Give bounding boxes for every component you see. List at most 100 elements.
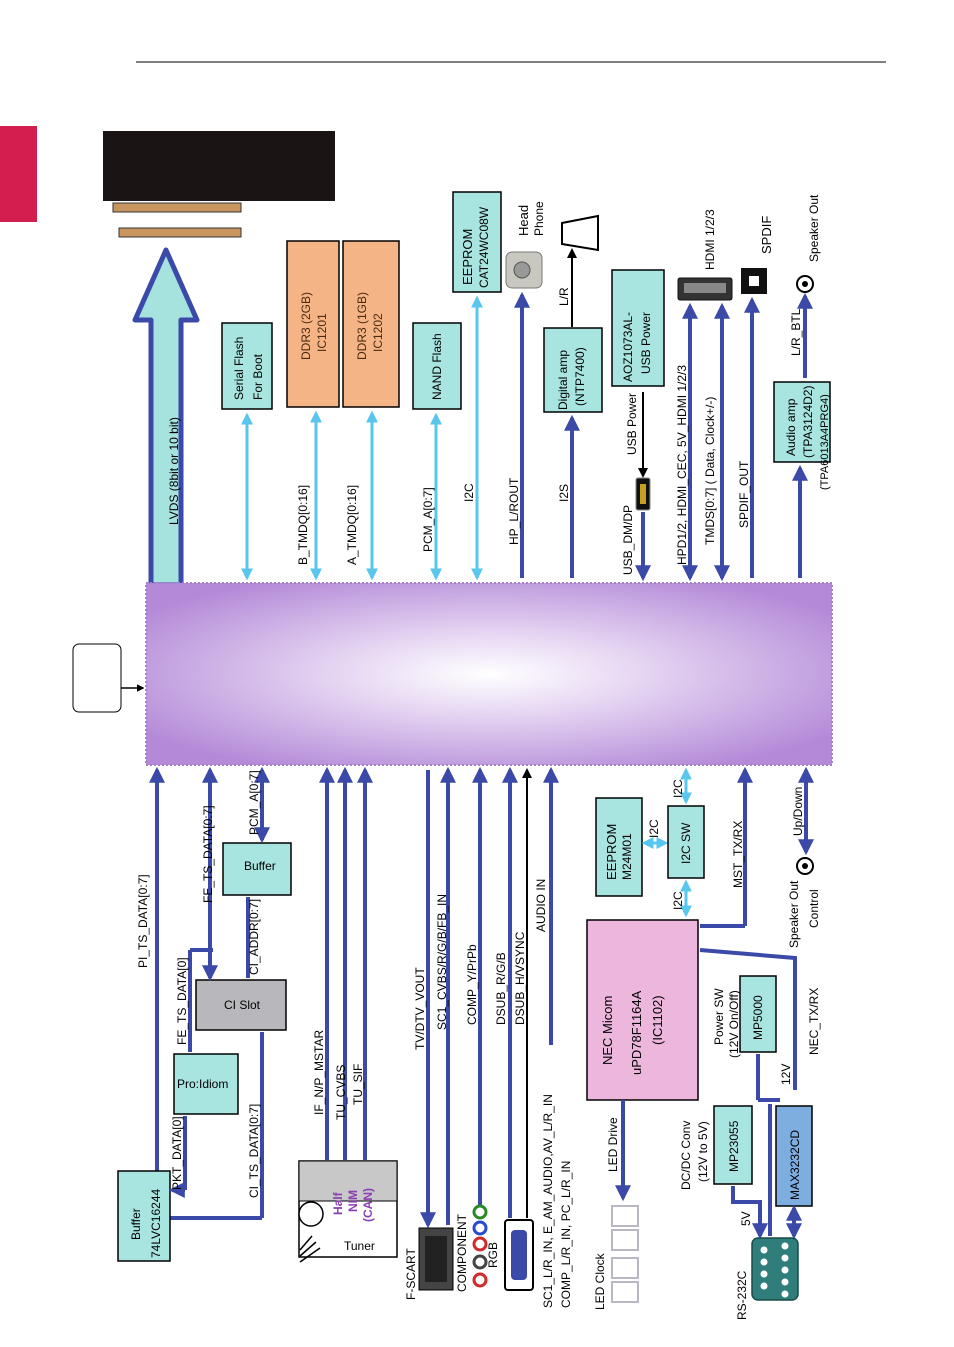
- led-clock-display-icon: [611, 1205, 639, 1303]
- crystal-box: [72, 643, 122, 713]
- lr-btl-label: L/R_BTL: [789, 308, 803, 356]
- half-nim-label-2: NIM: [346, 1190, 360, 1212]
- buffer-mid-label: Buffer: [244, 859, 276, 873]
- panel-connector-1: [112, 202, 242, 213]
- usb-port-inner: [640, 484, 646, 504]
- audio-in-list-1: SC1_L/R_IN, E_AM_AUDIO,AV_L/R_IN: [541, 1094, 555, 1308]
- tu-sif-label: TU_SIF: [351, 1064, 365, 1105]
- power-sw-label-1: Power SW: [712, 988, 726, 1045]
- max3232-label: MAX3232CD: [788, 1130, 802, 1200]
- digital-amp-label-1: Digital amp: [556, 350, 570, 410]
- ddr3-2gb-label-1: DDR3 (2GB): [299, 292, 313, 360]
- usb-power-switch-box: [611, 269, 665, 387]
- rs232c-pins: [760, 1242, 789, 1298]
- hdmi-label: HDMI 1/2/3: [703, 209, 717, 270]
- speaker-out-control-label-2: Control: [807, 889, 821, 928]
- nec-tx-rx-label: NEC_TX/RX: [807, 988, 821, 1055]
- proidiom-label: Pro:Idiom: [177, 1077, 228, 1091]
- i2c-b-label: I2C: [671, 779, 685, 798]
- buffer-74lvc-label-2: 74LVC16244: [149, 1189, 163, 1258]
- panel-connector-2: [118, 227, 242, 238]
- nand-flash-label: NAND Flash: [430, 333, 444, 400]
- eeprom-micom-box: [595, 797, 643, 897]
- half-nim-label-3: (CAN): [361, 1188, 375, 1222]
- audio-amp-label-2: (TPA3124D2): [801, 386, 815, 458]
- pkt-data-label: PKT_DATA[0]: [170, 1116, 184, 1190]
- ddr3-1gb-box: [342, 240, 400, 408]
- eeprom-micom-label-2: M24M01: [620, 833, 634, 880]
- side-tab: [0, 126, 37, 222]
- dsub-sync-label: DSUB_H/VSYNC: [513, 931, 527, 1025]
- usb-power-label: USB Power: [625, 393, 639, 455]
- audio-amp-label-1: Audio amp: [784, 398, 798, 456]
- i2c-sw-box: [667, 805, 705, 879]
- speaker-out-control-label-1: Speaker Out: [787, 880, 801, 948]
- ci-slot-label: CI Slot: [224, 998, 261, 1012]
- dcdc-label-2: (12V to 5V): [696, 1121, 710, 1182]
- rgb-connector-inner: [511, 1230, 527, 1280]
- mp5000-box: [739, 975, 777, 1053]
- head-phone-label-2: Phone: [532, 201, 546, 236]
- pcm-a-bottom-label: PCM_A[0:7]: [247, 770, 261, 835]
- half-nim-label-1: Half: [331, 1191, 345, 1215]
- mp5000-label: MP5000: [751, 995, 765, 1040]
- comp-ypbpr-label: COMP_Y/PrPb: [465, 944, 479, 1025]
- lvds-arrow: [132, 247, 200, 588]
- a-tmdq-label: A_TMDQ[0:16]: [345, 485, 359, 565]
- fe-ts-data-label: FE_TS_DATA[0:7]: [201, 805, 215, 903]
- component-jack-red: [472, 1236, 488, 1252]
- hdmi-ctrl-label: HPD1/2, HDMI_CEC, 5V_HDMI 1/2/3: [675, 365, 689, 565]
- headphone-jack-hole: [513, 261, 531, 279]
- pcm-a-top-label: PCM_A[0:7]: [421, 487, 435, 552]
- mp23055-label: MP23055: [727, 1120, 741, 1172]
- rs232c-connector-icon: [751, 1237, 799, 1301]
- audio-amp-box: [773, 381, 831, 463]
- tuner-rf-connector: [298, 1201, 324, 1227]
- component-label: COMPONENT: [455, 1213, 469, 1292]
- rgb-label: RGB: [486, 1242, 500, 1268]
- nec-micom-box: [586, 919, 699, 1101]
- rs232c-label: RS-232C: [735, 1270, 749, 1320]
- power-sw-label-2: (12V On/Off): [727, 990, 741, 1058]
- panel-image: [103, 131, 335, 201]
- tv-dtv-vout-label: TV/DTV_VOUT: [413, 967, 427, 1050]
- eeprom-top-box: [452, 191, 502, 293]
- up-down-label: Up/Down: [791, 787, 805, 836]
- audio-amp-sub-label: (TPA6013A4PRG4): [819, 394, 831, 490]
- audio-in-label: AUDIO IN: [534, 879, 548, 932]
- head-phone-label-1: Head: [516, 205, 531, 236]
- eeprom-top-label-1: EEPROM: [460, 229, 475, 285]
- b-tmdq-label: B_TMDQ[0:16]: [296, 485, 310, 565]
- dcdc-label-1: DC/DC Conv: [679, 1121, 693, 1190]
- nec-micom-label-2: uPD78F1164A: [629, 990, 644, 1075]
- dsub-rgb-label: DSUB_R/G/B: [494, 952, 508, 1025]
- i2c-c-label: I2C: [671, 891, 685, 910]
- scart-connector-inner: [425, 1236, 447, 1282]
- nec-micom-label-1: NEC Micom: [600, 996, 615, 1065]
- nand-flash-box: [412, 322, 462, 410]
- pi-ts-data-label: PI_TS_DATA[0:7]: [136, 874, 150, 968]
- lr-head-label: L/R: [557, 287, 571, 306]
- ddr3-2gb-box: [286, 240, 340, 408]
- tuner-inner: [298, 1160, 398, 1202]
- usb-power-switch-label-1: AOZ1073AL-: [621, 312, 635, 382]
- digital-amp-box: [543, 327, 603, 413]
- tu-cvbs-label: TU_CVBS: [334, 1065, 348, 1120]
- i2c-sw-label: I2C SW: [679, 822, 693, 864]
- fe-ts-data0-label: FE_TS_DATA[0]: [175, 957, 189, 1045]
- ddr3-1gb-label-2: IC1202: [371, 313, 385, 352]
- ddr3-1gb-label-1: DDR3 (1GB): [355, 292, 369, 360]
- f-scart-label: F-SCART: [404, 1248, 418, 1300]
- v5-label: 5V: [739, 1211, 753, 1226]
- component-jack-white: [472, 1254, 488, 1270]
- ci-slot-box: [195, 979, 287, 1031]
- buffer-mid-box: [222, 842, 292, 896]
- usb-dm-dp-label: USB_DM/DP: [621, 505, 635, 575]
- mp23055-box: [713, 1105, 753, 1185]
- i2c-a-label: I2C: [647, 819, 661, 838]
- usb-power-switch-label-2: USB Power: [639, 312, 653, 374]
- i2c-top-label: I2C: [462, 483, 476, 502]
- eeprom-micom-label-1: EEPROM: [604, 824, 619, 880]
- spdif-label: SPDIF: [759, 216, 774, 254]
- speaker-out-control-jack-inner: [802, 863, 808, 869]
